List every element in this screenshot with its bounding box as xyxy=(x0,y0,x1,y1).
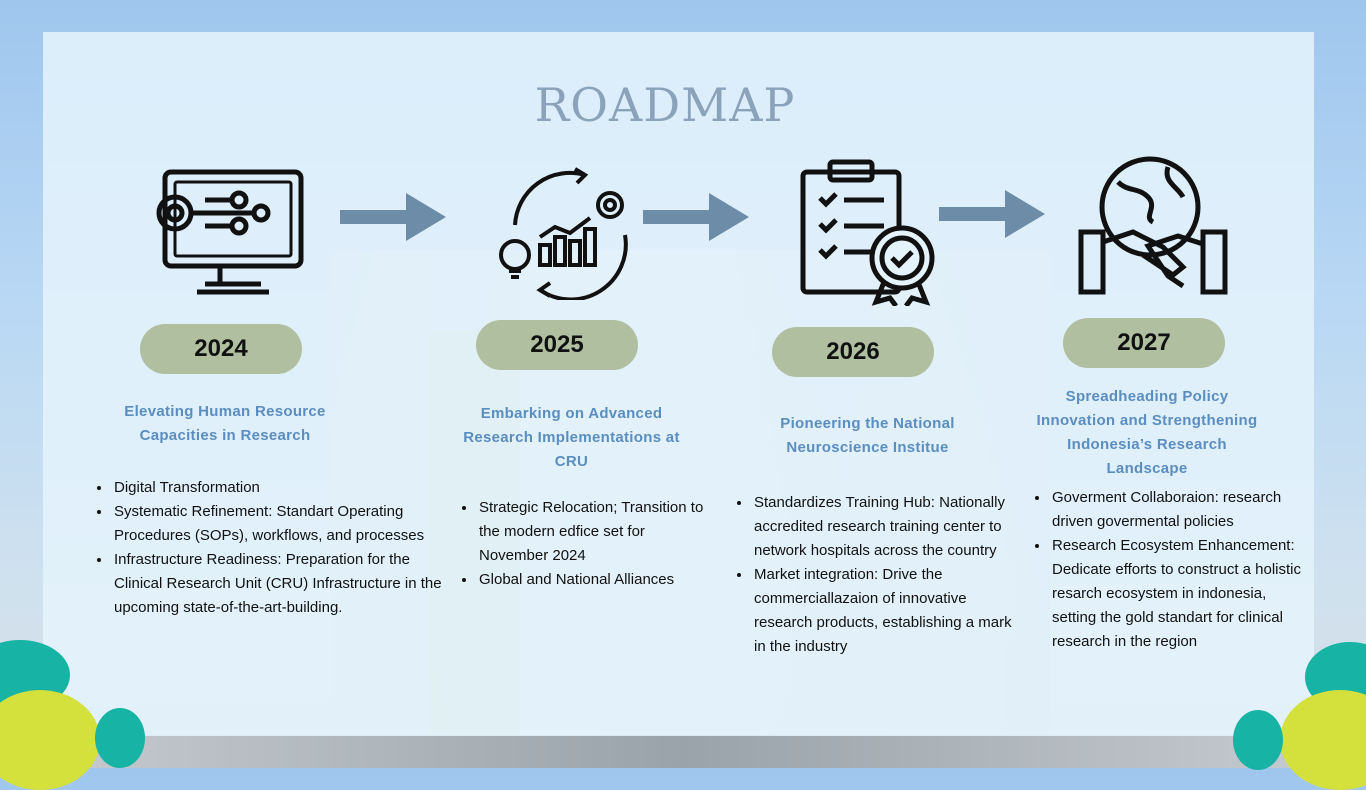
bullet-item: Goverment Collaboraion: research driven … xyxy=(1050,486,1310,534)
growth-cycle-icon xyxy=(499,167,628,300)
decor-shape xyxy=(1233,710,1283,770)
stage-bullets: Digital Transformation Systematic Refine… xyxy=(90,476,457,620)
content-panel xyxy=(43,32,1314,736)
year-badge-2024: 2024 xyxy=(140,324,302,374)
bullet-item: Research Ecosystem Enhancement: Dedicate… xyxy=(1050,534,1310,654)
bullet-item: Strategic Relocation; Transition to the … xyxy=(477,496,717,568)
decor-shape xyxy=(95,708,145,768)
year-badge-2027: 2027 xyxy=(1063,318,1225,368)
arrow-right-icon xyxy=(340,193,446,241)
page-title: ROADMAP xyxy=(534,78,796,132)
year-badge-2025: 2025 xyxy=(476,320,638,370)
bullet-item: Digital Transformation xyxy=(112,476,457,500)
stage-bullets: Standardizes Training Hub: Nationally ac… xyxy=(730,491,1014,659)
arrow-right-icon xyxy=(939,190,1045,238)
bullet-item: Market integration: Drive the commercial… xyxy=(752,563,1014,659)
stage-bullets: Goverment Collaboraion: research driven … xyxy=(1028,486,1310,654)
monitor-gear-circuit-icon xyxy=(156,169,304,295)
clipboard-badge-icon xyxy=(800,159,935,306)
bullet-item: Global and National Alliances xyxy=(477,568,717,592)
year-badge-2026: 2026 xyxy=(772,327,934,377)
stage-heading: Embarking on Advanced Research Implement… xyxy=(463,405,680,470)
arrow-right-icon xyxy=(643,193,749,241)
stage-bullets: Strategic Relocation; Transition to the … xyxy=(455,496,717,592)
stage-heading: Spreadheading Policy Innovation and Stre… xyxy=(1036,388,1258,477)
bullet-item: Infrastructure Readiness: Preparation fo… xyxy=(112,548,457,620)
bullet-item: Standardizes Training Hub: Nationally ac… xyxy=(752,491,1014,563)
bullet-item: Systematic Refinement: Standart Operatin… xyxy=(112,500,457,548)
stage-heading: Elevating Human Resource Capacities in R… xyxy=(124,403,326,444)
background-street xyxy=(0,735,1366,768)
stage-heading: Pioneering the National Neuroscience Ins… xyxy=(780,415,955,456)
globe-handshake-icon xyxy=(1078,156,1228,295)
